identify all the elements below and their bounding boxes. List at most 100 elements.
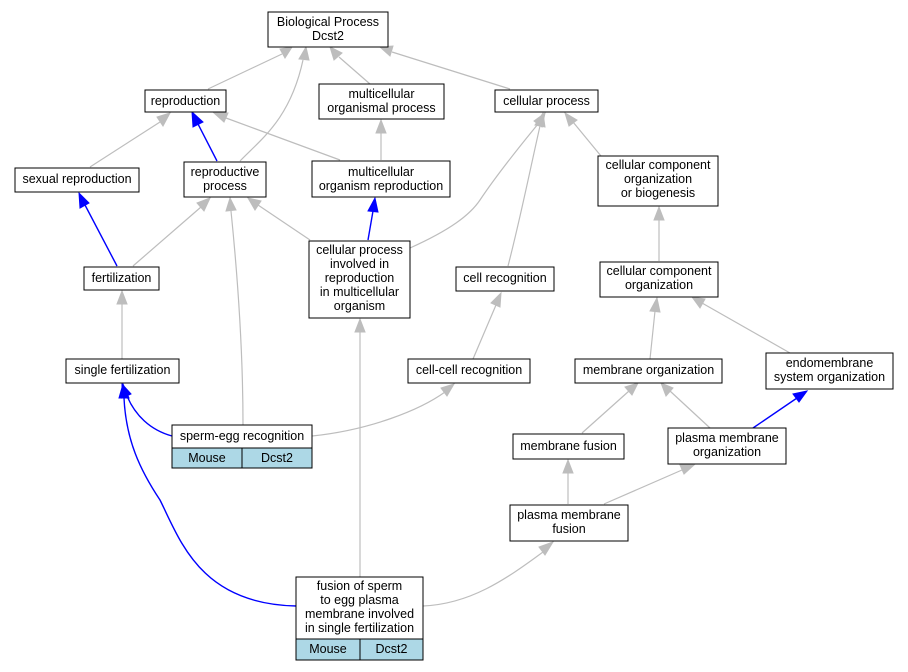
edge-sperm-egg-to-single-fert xyxy=(121,382,173,437)
edge-sperm-egg-to-reproductive-process xyxy=(225,196,244,426)
edge-fusion-sperm-to-single-fert xyxy=(118,382,297,607)
node-label-line: membrane fusion xyxy=(520,439,617,453)
annotation-gene-label: Dcst2 xyxy=(376,642,408,656)
node-biological-process[interactable]: Biological Process Dcst2 xyxy=(267,11,389,48)
node-label-line: to egg plasma xyxy=(320,593,399,607)
node-label-line: organism xyxy=(334,299,385,313)
edge-pm-fusion-to-membrane-fusion xyxy=(562,458,574,504)
edges xyxy=(78,45,809,607)
node-label-line: cellular process xyxy=(316,243,403,257)
node-reproduction[interactable]: reproduction xyxy=(144,89,227,113)
node-label-line: fertilization xyxy=(92,271,152,285)
node-label-line: organism reproduction xyxy=(319,179,443,193)
annotation-species-label: Mouse xyxy=(309,642,347,656)
node-label-line: reproduction xyxy=(151,94,221,108)
annotation-cell-gene: Dcst2 xyxy=(241,447,313,469)
node-label-line: cell recognition xyxy=(463,271,546,285)
node-label-line: involved in xyxy=(330,257,389,271)
node-label-line: sexual reproduction xyxy=(22,172,131,186)
node-label-line: reproduction xyxy=(325,271,395,285)
node-label-line: cellular process xyxy=(503,94,590,108)
node-label-line: Dcst2 xyxy=(312,29,344,43)
node-plasma-membrane-organization[interactable]: plasma membrane organization xyxy=(667,427,787,465)
edge-multicellular-repro-to-multicellular-process xyxy=(375,118,387,160)
edge-pm-org-to-endomembrane xyxy=(752,390,809,429)
edge-reproduction-to-root xyxy=(207,46,294,90)
node-cell-cell-recognition[interactable]: cell-cell recognition xyxy=(407,358,531,384)
node-label-line: membrane involved xyxy=(305,607,414,621)
edge-pm-fusion-to-pm-org xyxy=(603,464,696,505)
node-label-line: fusion xyxy=(552,522,585,536)
node-label-line: endomembrane xyxy=(786,356,874,370)
node-label-line: sperm-egg recognition xyxy=(180,429,304,443)
edge-sperm-egg-to-cell-cell-recog xyxy=(311,383,456,437)
edge-cellular-process-to-root xyxy=(378,45,511,90)
edge-endomembrane-to-cc-org xyxy=(690,296,791,354)
node-membrane-fusion[interactable]: membrane fusion xyxy=(512,433,625,460)
edge-fusion-sperm-to-cp-involved xyxy=(354,317,366,577)
node-label-line: multicellular xyxy=(349,87,415,101)
edge-cell-cell-recog-to-cell-recog xyxy=(472,291,502,360)
node-label-line: reproductive xyxy=(191,165,260,179)
node-label-line: process xyxy=(203,179,247,193)
edge-membrane-org-to-cc-org xyxy=(649,296,661,360)
edge-multicellular-process-to-root xyxy=(329,46,371,85)
node-multicellular-organismal-process[interactable]: multicellular organismal process xyxy=(318,83,445,120)
node-reproductive-process[interactable]: reproductive process xyxy=(183,161,267,198)
node-endomembrane-system-organization[interactable]: endomembrane system organization xyxy=(765,352,894,390)
annotation-cell-gene: Dcst2 xyxy=(359,638,424,661)
node-label-line: organization xyxy=(624,172,692,186)
annotation-species-label: Mouse xyxy=(188,451,226,465)
edge-reproductive-process-to-reproduction xyxy=(191,110,218,162)
edge-fertilization-to-reproductive-process xyxy=(132,197,211,267)
annotation-cell-species: Mouse xyxy=(171,447,243,469)
edge-multicellular-repro-to-reproduction xyxy=(212,112,341,161)
node-label-line: plasma membrane xyxy=(675,431,779,445)
node-membrane-organization[interactable]: membrane organization xyxy=(574,358,723,384)
edge-cell-recognition-to-cellular-process xyxy=(507,111,546,267)
nodes: Biological Process Dcst2 reproduction mu… xyxy=(14,11,894,661)
node-cellular-process[interactable]: cellular process xyxy=(494,89,599,113)
node-label-line: single fertilization xyxy=(75,363,171,377)
edge-fertilization-to-sexual-reproduction xyxy=(78,191,118,267)
node-label-line: multicellular xyxy=(348,165,414,179)
node-label-line: organization xyxy=(693,445,761,459)
node-cellular-process-involved-in-reproduction[interactable]: cellular process involved in reproductio… xyxy=(308,240,411,319)
edge-pm-org-to-membrane-org xyxy=(660,382,711,429)
edge-sexual-reproduction-to-reproduction xyxy=(89,112,172,168)
node-label-line: in multicellular xyxy=(320,285,399,299)
node-label-line: cellular component xyxy=(606,158,711,172)
node-label-line: organismal process xyxy=(327,101,435,115)
edge-membrane-fusion-to-membrane-org xyxy=(581,382,639,434)
edge-cp-involved-to-multicellular-repro xyxy=(367,196,379,241)
node-label-line: system organization xyxy=(774,370,885,384)
node-cellular-component-organization[interactable]: cellular component organization xyxy=(599,261,719,298)
node-sperm-egg-recognition[interactable]: sperm-egg recognition Mouse Dcst2 xyxy=(171,424,313,469)
node-label-line: membrane organization xyxy=(583,363,714,377)
node-single-fertilization[interactable]: single fertilization xyxy=(65,358,180,384)
node-label-line: or biogenesis xyxy=(621,186,695,200)
annotation-gene-label: Dcst2 xyxy=(261,451,293,465)
node-cellular-component-organization-or-biogenesis[interactable]: cellular component organization or bioge… xyxy=(597,155,719,207)
edge-fusion-sperm-to-pm-fusion xyxy=(422,541,555,607)
node-label-line: organization xyxy=(625,278,693,292)
node-sexual-reproduction[interactable]: sexual reproduction xyxy=(14,167,140,193)
node-plasma-membrane-fusion[interactable]: plasma membrane fusion xyxy=(509,504,629,542)
annotation-cell-species: Mouse xyxy=(295,638,361,661)
node-label-line: fusion of sperm xyxy=(317,579,402,593)
node-label-line: in single fertilization xyxy=(305,621,414,635)
node-label-line: Biological Process xyxy=(277,15,379,29)
node-fusion-of-sperm-to-egg-plasma-membrane[interactable]: fusion of sperm to egg plasma membrane i… xyxy=(295,576,424,661)
edge-reproductive-process-to-root xyxy=(239,45,310,162)
node-label-line: plasma membrane xyxy=(517,508,621,522)
edge-cc-org-to-cc-biogenesis xyxy=(653,205,665,261)
node-label-line: cellular component xyxy=(607,264,712,278)
edge-cp-involved-to-reproductive-process xyxy=(246,197,311,241)
node-cell-recognition[interactable]: cell recognition xyxy=(455,266,555,292)
edge-single-fert-to-fertilization xyxy=(116,289,128,359)
node-fertilization[interactable]: fertilization xyxy=(83,266,160,291)
node-label-line: cell-cell recognition xyxy=(416,363,522,377)
node-multicellular-organism-reproduction[interactable]: multicellular organism reproduction xyxy=(311,160,451,198)
edge-cc-biogenesis-to-cellular-process xyxy=(564,111,602,157)
